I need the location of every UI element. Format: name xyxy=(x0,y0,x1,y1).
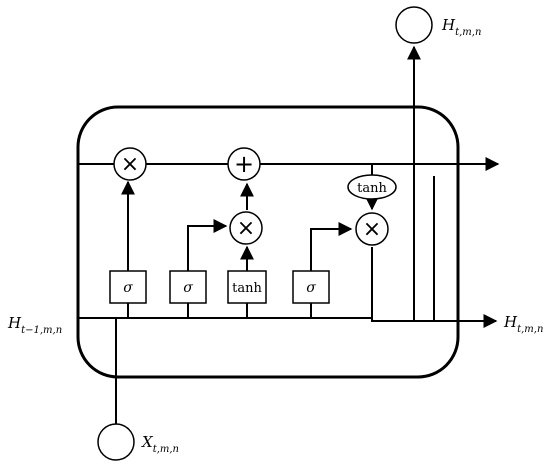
hidden-output-top-label: Ht,m,n xyxy=(441,16,481,38)
input-multiply-symbol: × xyxy=(237,216,255,241)
forget-gate-label: σ xyxy=(123,280,133,296)
x-input-label: Xt,m,n xyxy=(141,433,179,455)
candidate-gate-box: tanh xyxy=(227,270,267,304)
add-symbol: + xyxy=(234,150,254,178)
forget-gate-box: σ xyxy=(109,270,147,304)
x-input-node xyxy=(97,423,135,461)
forget-multiply-symbol: × xyxy=(121,152,139,177)
lstm-cell-boundary xyxy=(76,105,460,379)
output-gate-box: σ xyxy=(292,270,330,304)
input-gate-label: σ xyxy=(183,280,193,296)
cell-tanh-node: tanh xyxy=(347,174,397,200)
hidden-output-line xyxy=(371,247,498,328)
forget-multiply-node: × xyxy=(113,147,147,181)
hidden-output-node xyxy=(395,6,433,44)
output-multiply-symbol: × xyxy=(363,217,381,242)
hidden-output-right-label: Ht,m,n xyxy=(503,313,543,335)
output-multiply-node: × xyxy=(355,212,389,246)
candidate-gate-label: tanh xyxy=(232,281,262,296)
output-gate-label: σ xyxy=(306,280,316,296)
input-gate-box: σ xyxy=(169,270,207,304)
cell-tanh-label: tanh xyxy=(357,181,387,196)
hidden-prev-label: Ht−1,m,n xyxy=(7,314,62,336)
input-multiply-node: × xyxy=(229,211,263,245)
input-gate-to-multiply xyxy=(187,219,228,271)
output-gate-to-multiply xyxy=(310,222,353,271)
add-node: + xyxy=(227,147,261,181)
